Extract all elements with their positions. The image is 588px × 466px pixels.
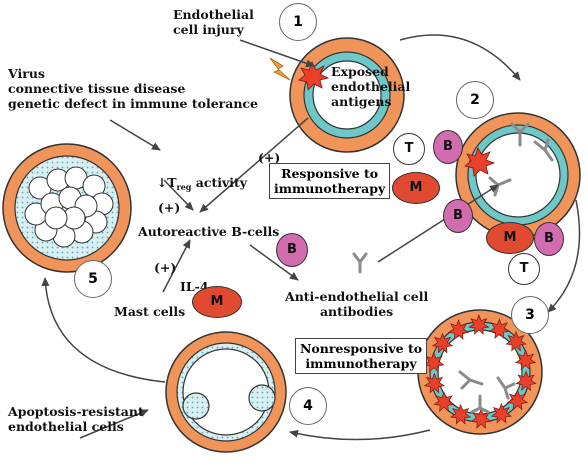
plus-mast: (+) [154, 260, 177, 275]
injury-star-icon [298, 61, 330, 91]
antigen-star-icon [431, 332, 454, 354]
responsive-box: Responsive to immunotherapy [269, 163, 391, 199]
antigen-star-icon [505, 330, 527, 352]
antigen-star-icon [515, 370, 537, 392]
step-2-badge: 2 [456, 81, 494, 119]
vessel-3-stars [423, 314, 537, 429]
endothelial-injury-label: Endothelial cell injury [173, 7, 254, 37]
antibody-icons-vessel-3 [458, 370, 516, 414]
treg-prefix: ↓T [156, 175, 177, 190]
treg-suffix: activity [191, 175, 248, 190]
vessel-1 [289, 37, 405, 153]
antigen-star-icon [447, 319, 470, 341]
antigen-star-icon [490, 402, 513, 424]
m-cell-mast: M [192, 286, 242, 318]
antibody-icons-vessel-2 [488, 122, 554, 197]
step-4-badge: 4 [289, 387, 327, 425]
plus-treg: (+) [158, 200, 181, 215]
antigen-star-icon [514, 349, 537, 371]
mast-cells-label: Mast cells [114, 304, 186, 319]
arrows [41, 34, 581, 441]
b-cell-free: B [276, 233, 308, 267]
vessel-5 [2, 143, 132, 273]
m-cell-2: M [486, 222, 534, 254]
plus-antigens: (+) [258, 150, 281, 165]
vessel-4 [165, 331, 287, 453]
antigen-star-icon [468, 314, 490, 335]
apoptosis-resistant-label: Apoptosis-resistant endothelial cells [8, 404, 144, 434]
antigen-star-icon [506, 389, 529, 411]
nonresponsive-box: Nonresponsive to immunotherapy [295, 338, 428, 374]
proliferating-cell [44, 206, 68, 230]
antigen-star-icon [449, 403, 472, 425]
autoreactive-b-cells-label: Autoreactive B-cells [138, 224, 280, 239]
step-3-badge: 3 [511, 296, 549, 334]
treg-subscript: reg [176, 182, 192, 192]
antibody-icon [352, 252, 368, 274]
antigen-star-icon [433, 391, 455, 413]
t-cell-1: T [393, 133, 425, 165]
b-cell-3: B [534, 222, 564, 256]
step-5-badge: 5 [74, 260, 112, 298]
lightning-icon [269, 57, 291, 81]
step-1-badge: 1 [279, 3, 317, 41]
treg-activity-label: ↓Treg activity [148, 160, 247, 195]
antigen-star-icon [470, 408, 492, 429]
b-cell-2: B [443, 199, 473, 233]
exposed-antigens-label: Exposed endothelial antigens [331, 64, 411, 109]
antigen-star-icon [488, 318, 511, 340]
anti-endothelial-antibodies-label: Anti-endothelial cell antibodies [285, 289, 429, 319]
antigen-star-icon [423, 372, 446, 394]
vessel-2-star-icon [464, 147, 496, 177]
antigen-star-icon [423, 351, 445, 373]
virus-causes-label: Virus connective tissue disease genetic … [8, 66, 258, 111]
t-cell-2: T [508, 253, 540, 285]
b-cell-1: B [433, 130, 463, 164]
m-cell-1: M [392, 172, 440, 204]
